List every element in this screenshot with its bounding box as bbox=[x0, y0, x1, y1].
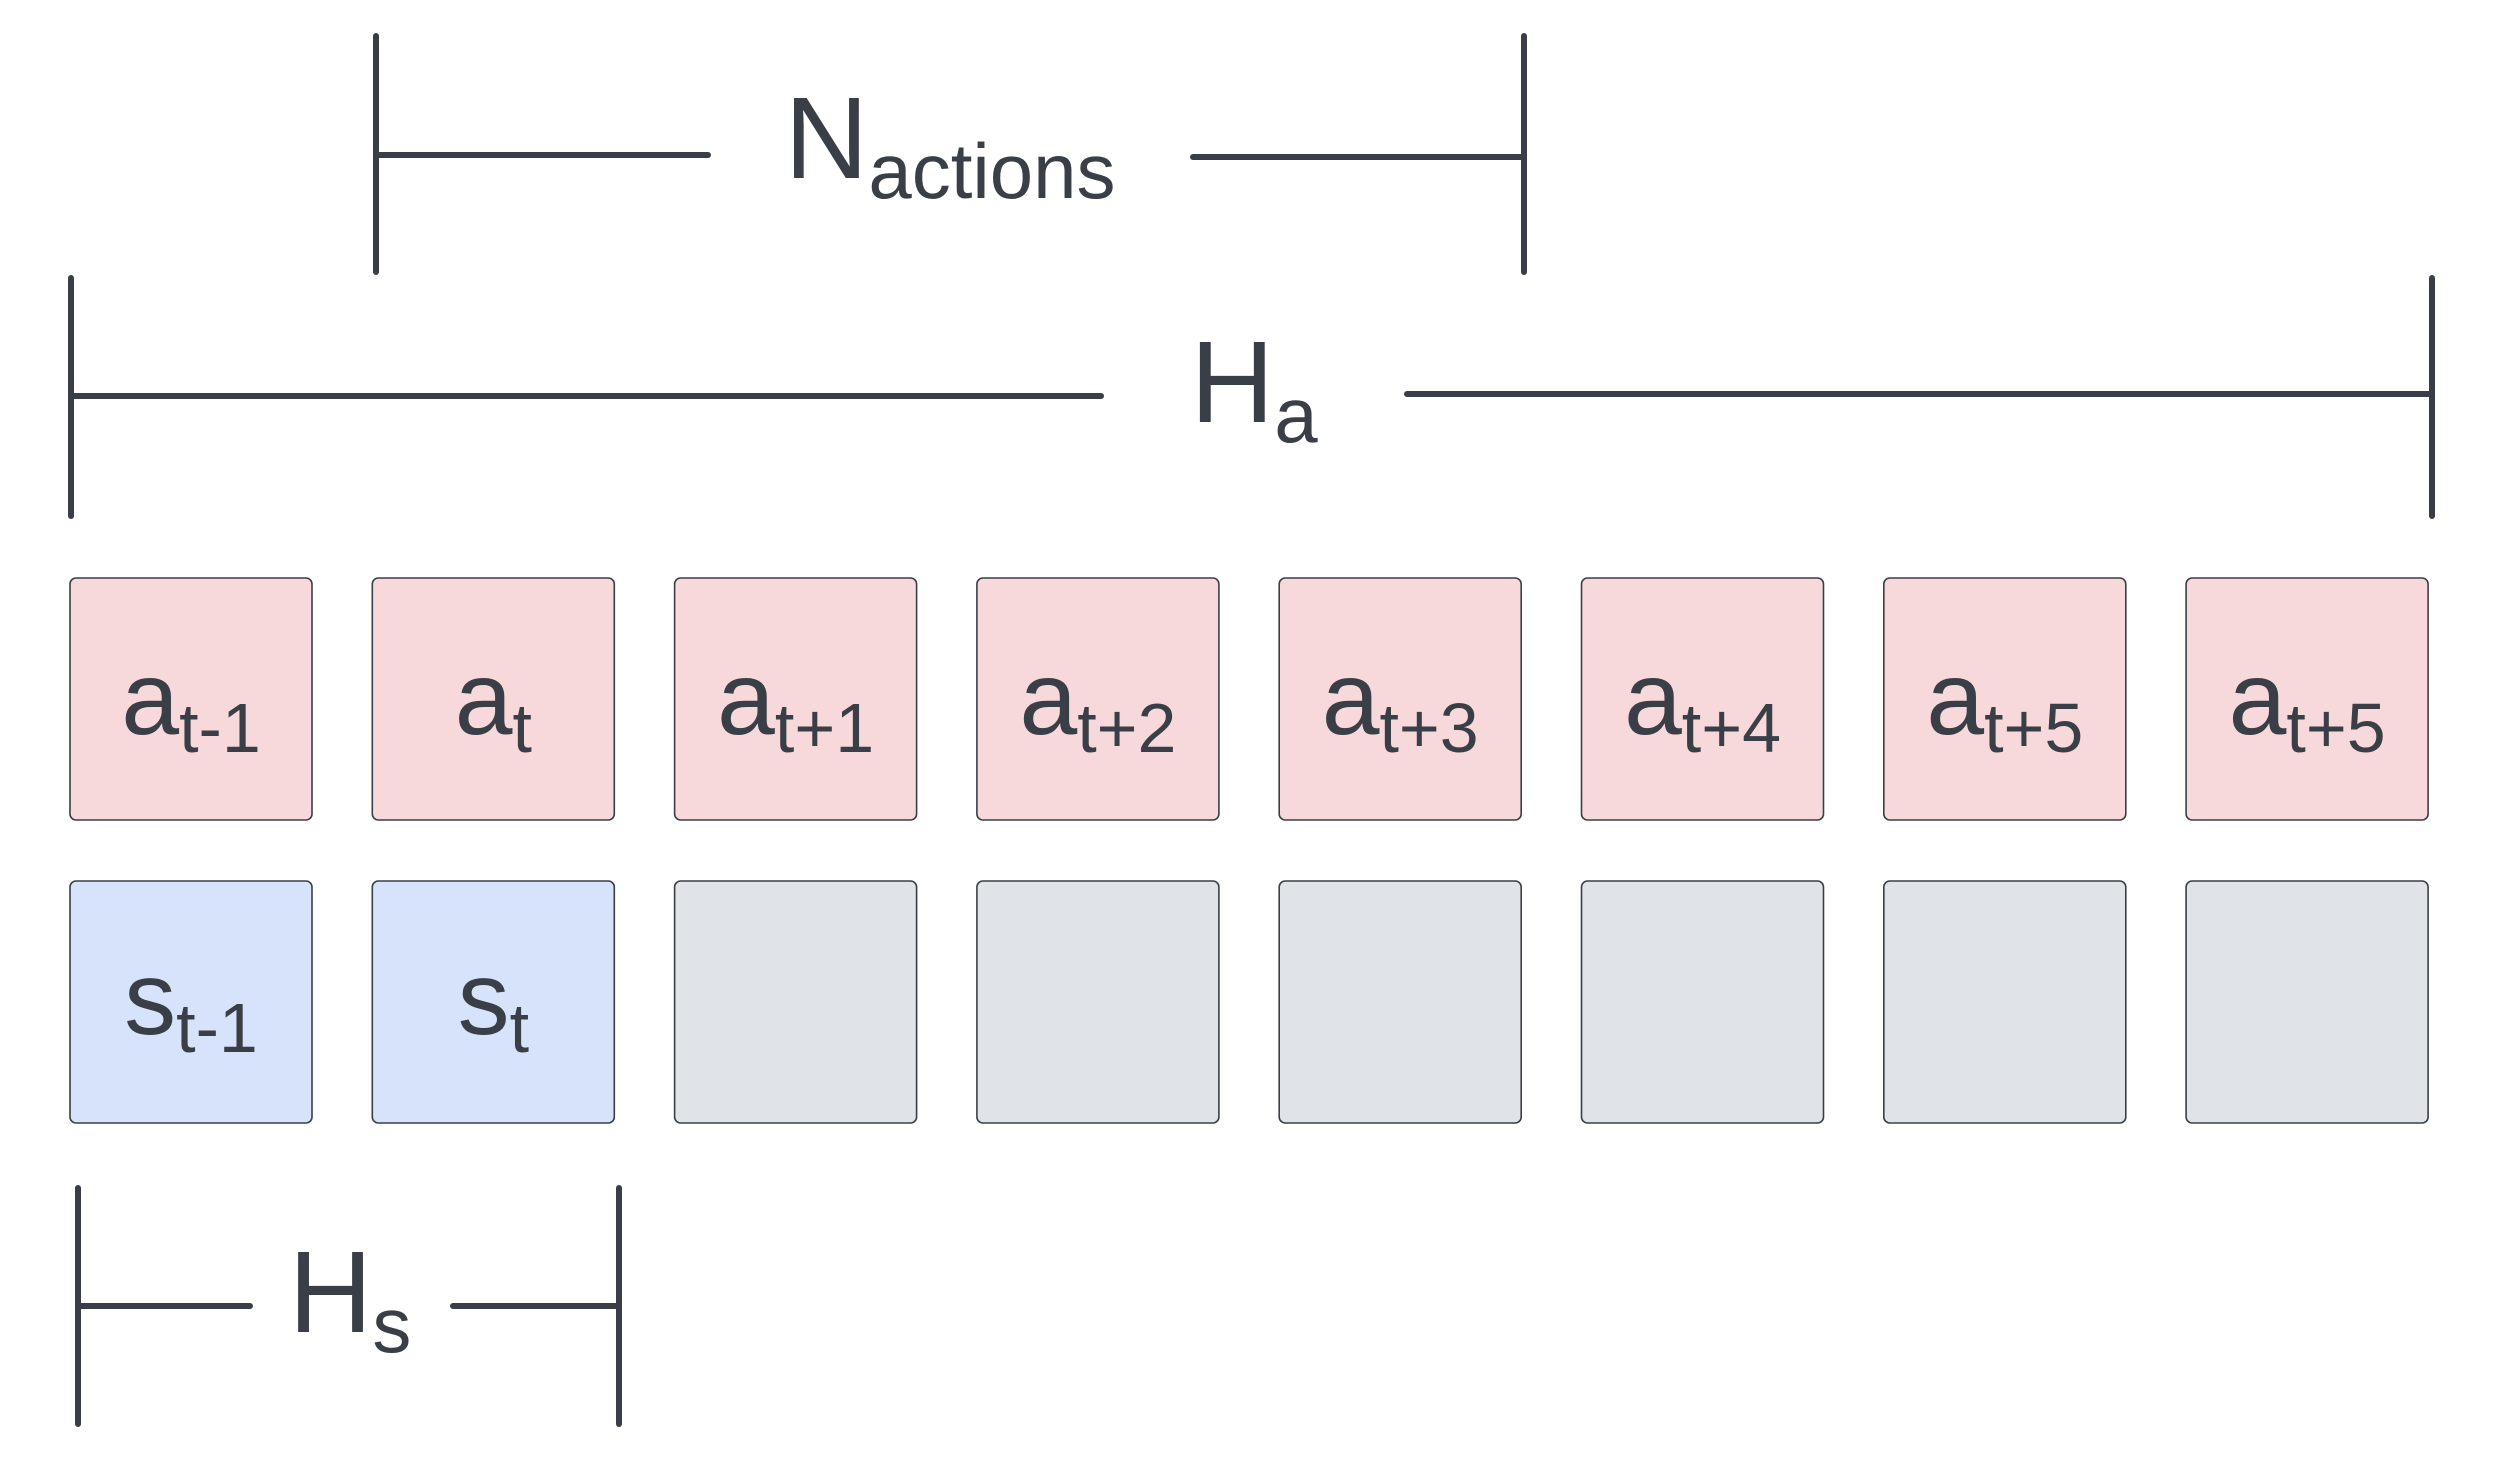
action-label-main: a bbox=[1019, 641, 1077, 757]
action-cell-0: at-1 bbox=[69, 577, 313, 821]
action-cell-2: at+1 bbox=[673, 577, 918, 821]
state-cell-box bbox=[69, 880, 313, 1124]
action-label: at+4 bbox=[1624, 641, 1781, 767]
state-cell-box bbox=[1883, 880, 2127, 1124]
action-label: at+2 bbox=[1019, 641, 1176, 767]
action-label: at-1 bbox=[121, 641, 261, 767]
action-cell-box bbox=[673, 577, 918, 821]
action-label-sub: t-1 bbox=[179, 689, 261, 767]
state-label: st-1 bbox=[124, 941, 258, 1067]
n-actions-sub: actions bbox=[868, 127, 1115, 215]
action-cell-6: at+5 bbox=[1883, 577, 2127, 821]
n-actions-bracket: Nactions bbox=[373, 33, 1527, 275]
state-cell-0: st-1 bbox=[69, 880, 313, 1124]
action-label-main: a bbox=[121, 641, 179, 757]
action-label: at+5 bbox=[1926, 641, 2083, 767]
n-actions-label: Nactions bbox=[785, 73, 1116, 215]
action-label: at bbox=[455, 641, 532, 767]
h-a-label: Ha bbox=[1190, 317, 1318, 459]
action-label-main: a bbox=[717, 641, 775, 757]
action-label: at+5 bbox=[2229, 641, 2386, 767]
action-label-sub: t+2 bbox=[1077, 689, 1176, 767]
state-cell-box bbox=[2185, 880, 2429, 1124]
action-label-main: a bbox=[2229, 641, 2287, 757]
action-label-main: a bbox=[1322, 641, 1380, 757]
action-label-main: a bbox=[1624, 641, 1682, 757]
state-cell-box bbox=[673, 880, 918, 1124]
n-actions-main: N bbox=[785, 73, 869, 203]
action-cell-5: at+4 bbox=[1580, 577, 1825, 821]
state-label: st bbox=[458, 941, 529, 1067]
state-cell-6 bbox=[1883, 880, 2127, 1124]
state-cell-box bbox=[371, 880, 616, 1124]
h-s-bracket: Hs bbox=[75, 1185, 622, 1427]
h-a-main: H bbox=[1190, 317, 1274, 447]
action-cell-box bbox=[2185, 577, 2429, 821]
action-cell-box bbox=[1580, 577, 1825, 821]
state-label-main: s bbox=[124, 941, 176, 1057]
h-s-main: H bbox=[289, 1227, 373, 1357]
h-s-sub: s bbox=[372, 1281, 411, 1369]
action-cell-box bbox=[1278, 577, 1522, 821]
action-cell-box bbox=[1883, 577, 2127, 821]
action-label-main: a bbox=[455, 641, 513, 757]
action-label-sub: t+4 bbox=[1682, 689, 1781, 767]
action-cell-1: at bbox=[371, 577, 616, 821]
h-s-label: Hs bbox=[289, 1227, 412, 1369]
state-cell-4 bbox=[1278, 880, 1522, 1124]
state-label-sub: t bbox=[510, 989, 529, 1067]
state-cell-7 bbox=[2185, 880, 2429, 1124]
action-label-sub: t bbox=[512, 689, 531, 767]
action-cell-box bbox=[371, 577, 616, 821]
state-cell-3 bbox=[976, 880, 1220, 1124]
action-label-sub: t+5 bbox=[2286, 689, 2385, 767]
action-cell-4: at+3 bbox=[1278, 577, 1522, 821]
action-label: at+1 bbox=[717, 641, 874, 767]
action-label-sub: t+5 bbox=[1984, 689, 2083, 767]
action-cell-box bbox=[69, 577, 313, 821]
state-cell-1: st bbox=[371, 880, 616, 1124]
state-cell-box bbox=[1580, 880, 1825, 1124]
state-cell-2 bbox=[673, 880, 918, 1124]
state-cell-box bbox=[976, 880, 1220, 1124]
action-label: at+3 bbox=[1322, 641, 1479, 767]
action-label-sub: t+3 bbox=[1379, 689, 1478, 767]
state-cell-box bbox=[1278, 880, 1522, 1124]
action-cell-3: at+2 bbox=[976, 577, 1220, 821]
h-a-bracket: Ha bbox=[68, 275, 2435, 519]
action-label-sub: t+1 bbox=[775, 689, 874, 767]
action-cell-7: at+5 bbox=[2185, 577, 2429, 821]
h-a-sub: a bbox=[1274, 371, 1318, 459]
state-cell-5 bbox=[1580, 880, 1825, 1124]
action-cell-box bbox=[976, 577, 1220, 821]
state-label-sub: t-1 bbox=[176, 989, 258, 1067]
action-label-main: a bbox=[1926, 641, 1984, 757]
state-label-main: s bbox=[458, 941, 510, 1057]
